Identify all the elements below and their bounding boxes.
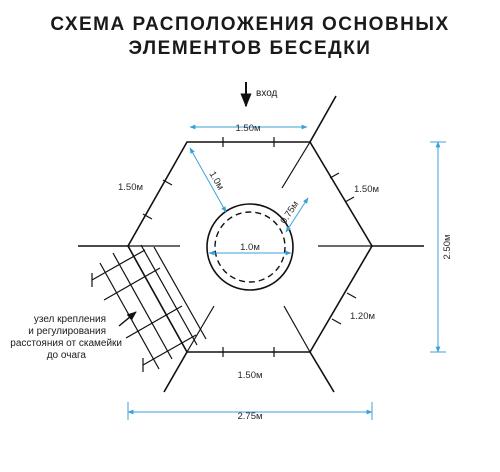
post-top-right bbox=[309, 95, 337, 143]
note-line-3: расстояния от скамейки bbox=[10, 338, 122, 349]
hearth-inner-ring bbox=[214, 211, 286, 283]
dim-line-offset bbox=[285, 197, 309, 233]
dim-total-height: 2.50м bbox=[442, 234, 453, 259]
tie-top-right bbox=[281, 141, 311, 189]
dim-total-width: 2.75м bbox=[237, 411, 262, 422]
dim-hearth-diameter: 1.0м bbox=[240, 242, 260, 253]
dim-hearth-offset: 0.75м bbox=[278, 199, 301, 226]
dim-radius-to-hearth: 1.0м bbox=[206, 169, 225, 192]
post-bottom-left bbox=[163, 351, 188, 393]
tie-bottom-right bbox=[283, 305, 311, 353]
side-ticks bbox=[142, 137, 357, 357]
dim-line-radius bbox=[189, 147, 227, 213]
dim-upper-right-side: 1.50м bbox=[354, 184, 379, 195]
diagram-title-line2: ЭЛЕМЕНТОВ БЕСЕДКИ bbox=[128, 38, 372, 59]
note-arrow bbox=[118, 311, 137, 327]
hearth-outer-ring bbox=[206, 203, 294, 291]
entrance-label: вход bbox=[256, 88, 278, 99]
note-line-1: узел крепления bbox=[34, 314, 106, 325]
dim-lower-right-side: 1.20м bbox=[350, 311, 375, 322]
dim-bottom-side: 1.50м bbox=[237, 370, 262, 381]
dim-top-side: 1.50м bbox=[235, 123, 260, 134]
post-bottom-right bbox=[309, 351, 335, 393]
dim-upper-left-side: 1.50м bbox=[118, 182, 143, 193]
note-line-2: и регулирования bbox=[28, 326, 106, 337]
note-line-4: до очага bbox=[47, 350, 87, 361]
diagram-title-line1: СХЕМА РАСПОЛОЖЕНИЯ ОСНОВНЫХ bbox=[50, 14, 450, 35]
bench-fastening-assembly bbox=[91, 244, 207, 372]
